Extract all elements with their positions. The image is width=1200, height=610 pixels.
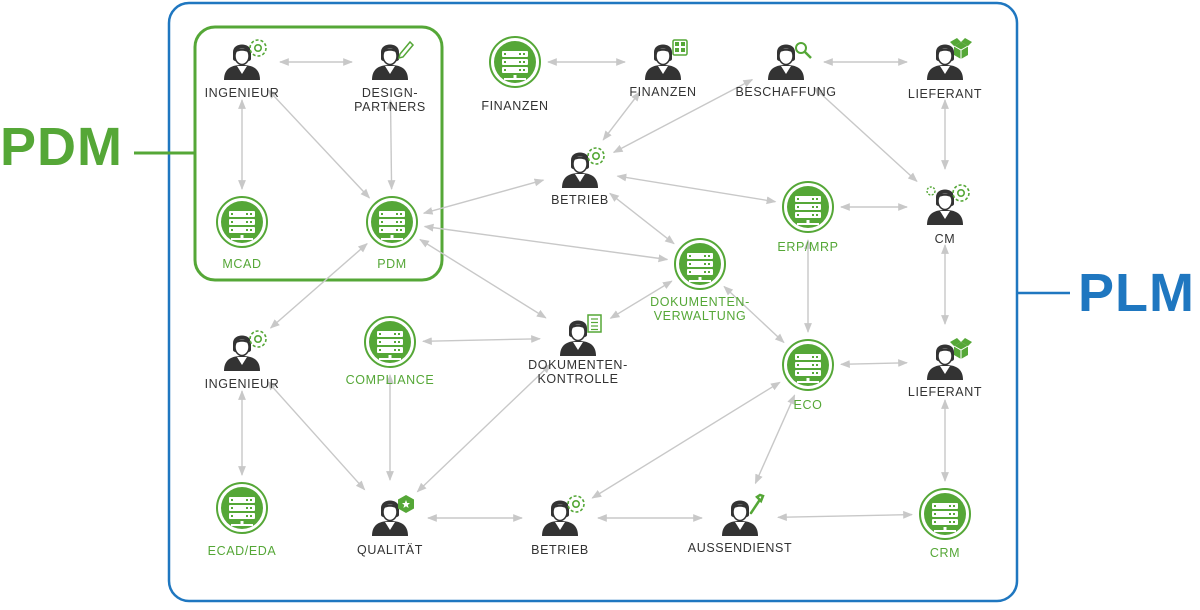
label-line: ERP/MRP [777,240,839,254]
label-line: LIEFERANT [907,385,983,399]
ecad-eda-label: ECAD/EDA [208,544,277,558]
connection-arrow-eco-lieferant_2 [840,359,908,369]
ecad-eda-icon [216,482,268,534]
dokumentenkontrolle-label: DOKUMENTEN-KONTROLLE [528,358,628,386]
label-line: INGENIEUR [204,377,280,391]
label-line: ECO [793,398,823,412]
design-partners-icon [372,40,415,80]
connection-arrow-aussendienst-eco [754,394,796,485]
eco-icon [782,339,834,391]
label-line: DOKUMENTEN- [650,295,750,309]
lieferant-1-icon [927,38,972,80]
connection-arrow-pdm-dokumentenverwaltung [423,223,669,263]
label-line: QUALITÄT [357,543,423,557]
label-line: LIEFERANT [907,87,983,101]
lieferant-2-icon [927,338,972,380]
ingenieur-1-label: INGENIEUR [205,86,280,100]
connection-arrow-dokumentenverwaltung-eco [723,285,785,344]
crm-icon [919,488,971,540]
connection-arrow-ingenieur_2-qualitaet [266,380,366,491]
connection-arrow-betrieb_1-erp_mrp [616,173,777,205]
label-line: DOKUMENTEN- [528,358,628,372]
connection-arrow-pdm-betrieb_1 [422,178,545,215]
connection-arrow-dokumentenkontrolle-dokumentenverwaltung [609,280,673,319]
lieferant-2-label: LIEFERANT [908,385,982,399]
label-line: BETRIEB [531,543,589,557]
label-line: PDM [377,257,407,271]
mcad-icon [216,196,268,248]
label-line: MCAD [222,257,262,271]
cm-label: CM [935,232,956,246]
aussendienst-icon [722,493,765,536]
connection-arrow-pdm-ingenieur_2 [269,243,368,329]
pdm-icon [366,196,418,248]
connection-arrow-design_partners-pdm [386,99,396,190]
label-line: BETRIEB [551,193,609,207]
finanzen-server-icon [489,36,541,88]
node-icons [216,36,972,540]
connection-arrow-beschaffung-betrieb_1 [612,78,754,154]
qualitaet-icon [372,495,414,536]
label-line: INGENIEUR [204,86,280,100]
connection-arrow-betrieb_1-dokumentenverwaltung [609,192,675,245]
design-partners-label: DESIGN-PARTNERS [354,86,426,114]
aussendienst-label: AUSSENDIENST [688,541,792,555]
pdm-label: PDM [0,117,123,177]
label-line: ECAD/EDA [207,544,277,558]
betrieb-1-label: BETRIEB [551,193,609,207]
label-line: CM [934,232,956,246]
finanzen-person-label: FINANZEN [629,85,696,99]
betrieb-2-label: BETRIEB [531,543,589,557]
dokumentenkontrolle-icon [560,314,602,356]
plm-label: PLM [1078,263,1195,323]
erp-mrp-icon [782,181,834,233]
finanzen-person-icon [645,39,688,80]
connection-arrow-beschaffung-cm [813,86,918,183]
mcad-label: MCAD [222,257,261,271]
label-line: VERWALTUNG [653,309,747,323]
pdm-label: PDM [377,257,407,271]
ingenieur-2-label: INGENIEUR [205,377,280,391]
label-line: PARTNERS [354,100,426,114]
dokumentenverwaltung-label: DOKUMENTEN-VERWALTUNG [650,295,750,323]
connection-arrow-betrieb_2-eco [591,381,781,499]
betrieb-2-icon [542,495,585,536]
cm-icon [926,184,970,225]
eco-label: ECO [794,398,823,412]
erp-mrp-label: ERP/MRP [777,240,838,254]
beschaffung-icon [768,42,812,80]
connection-arrow-aussendienst-crm [777,510,913,522]
label-line: AUSSENDIENST [687,541,793,555]
lieferant-1-label: LIEFERANT [908,87,982,101]
label-line: CRM [929,546,961,560]
compliance-icon [364,316,416,368]
qualitaet-label: QUALITÄT [357,543,423,557]
compliance-label: COMPLIANCE [346,373,435,387]
connection-arrow-pdm-dokumentenkontrolle [419,238,547,319]
connection-arrow-finanzen_person-betrieb_1 [602,91,641,141]
finanzen-server-label: FINANZEN [481,99,548,113]
crm-label: CRM [930,546,960,560]
beschaffung-label: BESCHAFFUNG [735,85,836,99]
label-line: BESCHAFFUNG [735,85,837,99]
connection-arrow-qualitaet-dokumentenkontrolle [416,363,552,493]
label-line: FINANZEN [481,99,549,113]
connection-arrow-ingenieur_1-pdm [267,88,371,199]
ingenieur-2-icon [224,330,267,371]
dokumentenverwaltung-icon [674,238,726,290]
label-line: DESIGN- [361,86,419,100]
ingenieur-1-icon [224,39,267,80]
label-line: FINANZEN [629,85,697,99]
connections [238,58,949,522]
label-line: COMPLIANCE [345,373,435,387]
plm-boundary [167,1,1019,603]
label-line: KONTROLLE [537,372,619,386]
betrieb-1-icon [562,147,605,188]
connection-arrow-compliance-dokumentenkontrolle [422,335,541,346]
